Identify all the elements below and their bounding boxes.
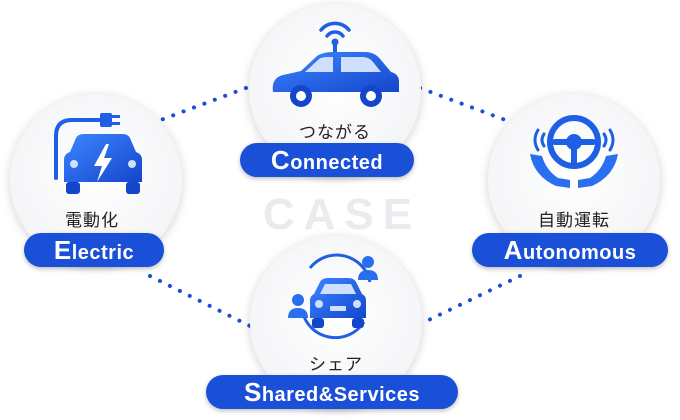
shared-jp-label: シェア: [309, 355, 363, 375]
electric-pill: Electric: [24, 233, 164, 267]
electric-jp-label: 電動化: [65, 211, 119, 231]
electric-pill-initial: E: [53, 235, 72, 265]
steering-wheel-hands-icon: [530, 115, 618, 188]
connector-electric-shared: [148, 274, 256, 330]
car-sharing-people-icon: [288, 253, 378, 340]
connected-car-antenna-icon: [272, 21, 399, 107]
autonomous-jp-label: 自動運転: [538, 211, 610, 231]
case-watermark: CASE: [262, 190, 422, 239]
connector-connected-electric: [148, 86, 248, 126]
shared-pill-initial: S: [243, 377, 262, 407]
autonomous-pill-text: utonomous: [522, 242, 637, 264]
connected-jp-label: つながる: [299, 123, 371, 143]
shared-pill-text: hared&Services: [261, 384, 421, 406]
autonomous-pill: Autonomous: [472, 233, 668, 267]
connected-pill: Connected: [240, 143, 414, 177]
connector-connected-autonomous: [418, 86, 518, 126]
connected-pill-text: onnected: [290, 152, 384, 174]
shared-pill: Shared&Services: [206, 375, 458, 409]
connected-pill-initial: C: [270, 145, 291, 175]
electric-pill-text: lectric: [71, 242, 135, 264]
connector-autonomous-shared: [410, 274, 522, 330]
autonomous-pill-initial: A: [503, 235, 523, 265]
electric-car-plug-icon: [54, 113, 142, 194]
